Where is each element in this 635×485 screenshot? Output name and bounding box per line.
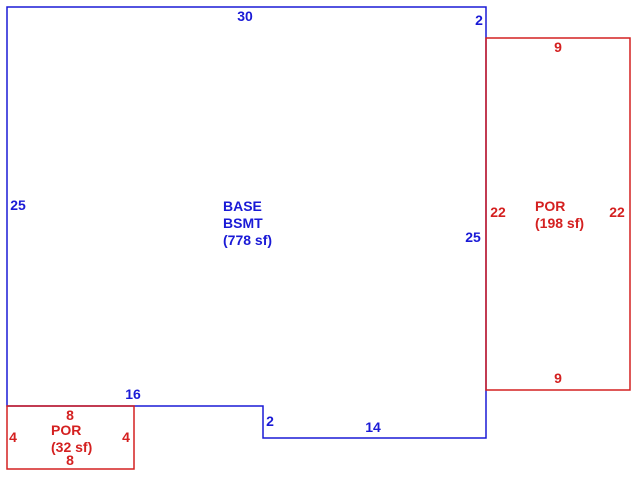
porch-small-size: (32 sf) bbox=[51, 439, 92, 455]
porch-small-name: POR bbox=[51, 422, 81, 438]
porch-right-dim-left: 22 bbox=[490, 204, 506, 220]
base-dim-bottom-left: 16 bbox=[125, 386, 141, 402]
porch-small-dim-left: 4 bbox=[9, 429, 17, 445]
base-dim-step: 2 bbox=[266, 413, 274, 429]
base-dim-top-right: 2 bbox=[475, 12, 483, 28]
porch-small-dim-top: 8 bbox=[66, 407, 74, 423]
porch-small-dim-right: 4 bbox=[122, 429, 130, 445]
base-area-size: (778 sf) bbox=[223, 232, 272, 248]
porch-small-area: 8 4 4 8 POR (32 sf) bbox=[6, 405, 135, 470]
base-dim-top: 30 bbox=[237, 8, 253, 24]
base-dim-bottom-right: 14 bbox=[365, 419, 381, 435]
base-dim-left: 25 bbox=[10, 197, 26, 213]
porch-small-outline[interactable] bbox=[6, 405, 135, 470]
base-area-name-line2: BSMT bbox=[223, 215, 263, 231]
base-dim-right: 25 bbox=[465, 229, 481, 245]
base-basement-area: 30 2 25 25 16 2 14 BASE BSMT (778 sf) bbox=[6, 6, 487, 439]
porch-right-dim-bottom: 9 bbox=[554, 370, 562, 386]
porch-right-size: (198 sf) bbox=[535, 215, 584, 231]
porch-right-dim-right: 22 bbox=[609, 204, 625, 220]
base-area-name-line1: BASE bbox=[223, 198, 262, 214]
porch-right-area: 9 22 22 9 POR (198 sf) bbox=[485, 37, 631, 391]
porch-small-dim-bottom: 8 bbox=[66, 452, 74, 468]
porch-right-outline[interactable] bbox=[485, 37, 631, 391]
porch-right-name: POR bbox=[535, 198, 565, 214]
porch-right-dim-top: 9 bbox=[554, 39, 562, 55]
